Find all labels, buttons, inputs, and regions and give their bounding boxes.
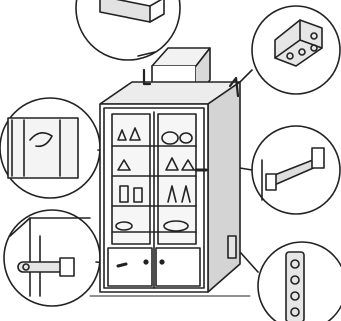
cabinet bbox=[89, 68, 251, 297]
side-plate-detail-callout bbox=[239, 241, 341, 321]
floor-latch-detail-callout bbox=[3, 209, 119, 307]
corner-bracket-detail-callout bbox=[235, 5, 341, 95]
top-box-detail-callout bbox=[75, 0, 181, 61]
door-handle-detail-callout bbox=[0, 97, 125, 199]
wall-strap-detail-callout bbox=[227, 125, 341, 215]
